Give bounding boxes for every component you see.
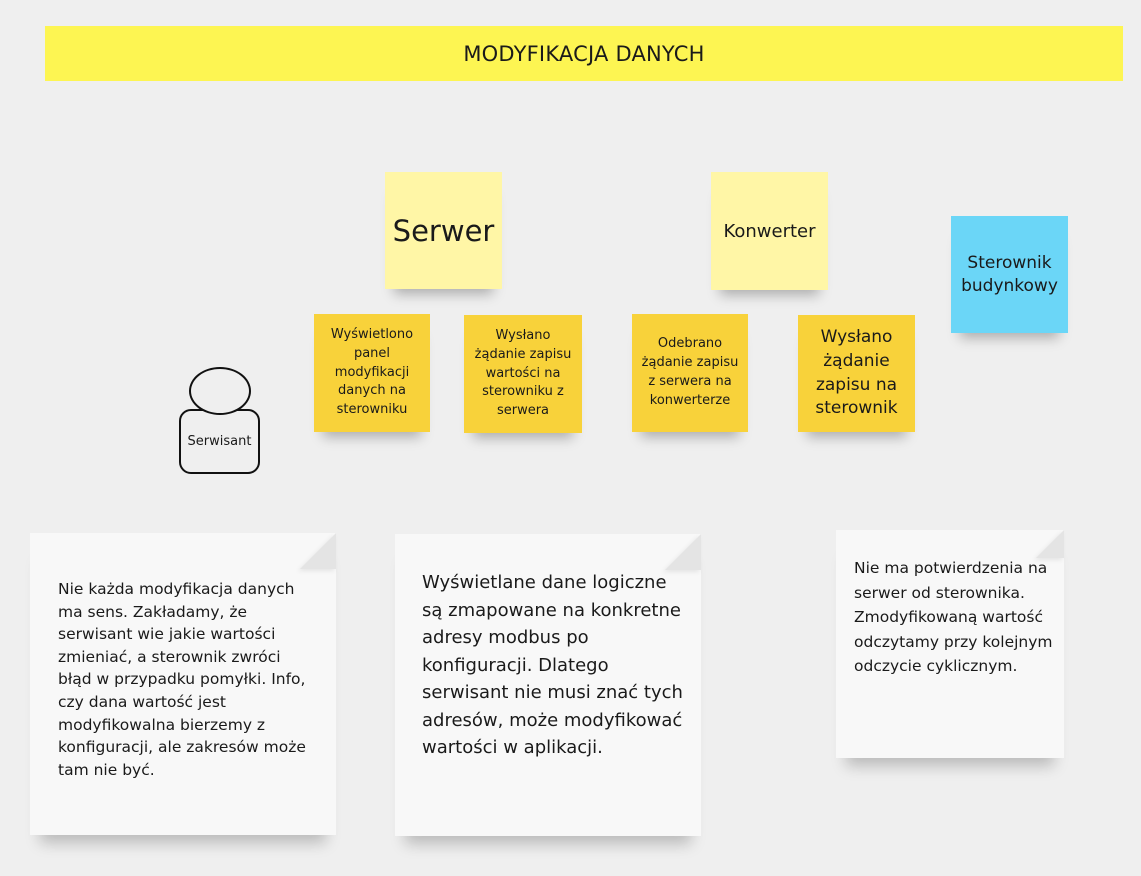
note-modbus-mapping[interactable]: Wyświetlane dane logiczne są zmapowane n… [395, 534, 701, 836]
page-fold-icon [665, 534, 701, 570]
page-fold-icon [1036, 530, 1064, 558]
system-converter-label: Konwerter [723, 220, 816, 242]
actor-label: Serwisant [187, 434, 252, 449]
event-panel-displayed-label: Wyświetlono panel modyfikacji danych na … [330, 326, 414, 418]
page-fold-icon [300, 533, 336, 569]
note-modification-sense[interactable]: Nie każda modyfikacja danych ma sens. Za… [30, 533, 336, 835]
actor-body: Serwisant [179, 409, 260, 474]
note-no-confirmation-text: Nie ma potwierdzenia na serwer od sterow… [854, 559, 1053, 675]
actor-serwisant[interactable]: Serwisant [179, 367, 261, 475]
board-title: MODYFIKACJA DANYCH [45, 26, 1123, 81]
system-controller-sticky[interactable]: Sterownik budynkowy [951, 216, 1068, 333]
system-server-label: Serwer [392, 213, 495, 248]
system-converter-sticky[interactable]: Konwerter [711, 172, 828, 290]
event-sticky-request-received-converter[interactable]: Odebrano żądanie zapisu z serwera na kon… [632, 314, 748, 432]
board-title-text: MODYFIKACJA DANYCH [463, 41, 705, 66]
person-icon [189, 367, 251, 415]
system-controller-label: Sterownik budynkowy [961, 252, 1058, 296]
note-no-confirmation[interactable]: Nie ma potwierdzenia na serwer od sterow… [836, 530, 1064, 758]
event-request-sent-controller-label: Wysłano żądanie zapisu na sterownik [815, 326, 898, 419]
system-server-sticky[interactable]: Serwer [385, 172, 502, 289]
event-request-received-converter-label: Odebrano żądanie zapisu z serwera na kon… [641, 336, 739, 408]
note-modbus-mapping-text: Wyświetlane dane logiczne są zmapowane n… [422, 572, 683, 758]
event-sticky-panel-displayed[interactable]: Wyświetlono panel modyfikacji danych na … [314, 314, 430, 432]
note-modification-sense-text: Nie każda modyfikacja danych ma sens. Za… [58, 580, 306, 779]
event-request-sent-server-label: Wysłano żądanie zapisu wartości na stero… [474, 327, 572, 419]
event-sticky-request-sent-server[interactable]: Wysłano żądanie zapisu wartości na stero… [464, 315, 582, 433]
event-sticky-request-sent-controller[interactable]: Wysłano żądanie zapisu na sterownik [798, 315, 915, 432]
